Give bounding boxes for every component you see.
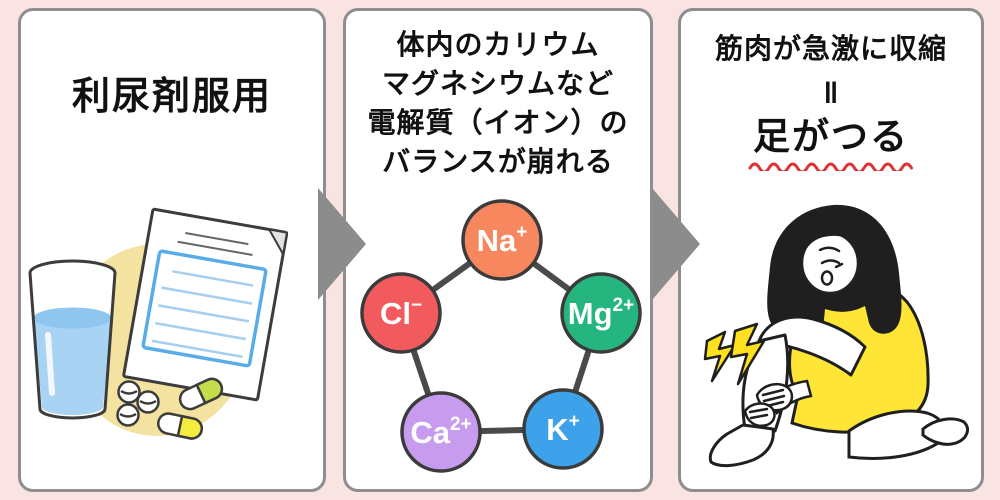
ion-node-ca: Ca2+ xyxy=(400,391,482,473)
thigh xyxy=(757,315,867,377)
svg-text:Mg2+: Mg2+ xyxy=(568,295,634,331)
svg-text:Na+: Na+ xyxy=(477,222,528,258)
wavy-underline xyxy=(748,162,913,174)
panel-3-title: 筋肉が急激に収縮 xyxy=(714,33,947,64)
title-line: 電解質（イオン）の xyxy=(367,107,629,138)
woman-leg-cramp-illustration xyxy=(703,204,969,468)
svg-text:Ca2+: Ca2+ xyxy=(410,414,471,450)
title-line: マグネシウムなど xyxy=(381,68,614,99)
hands xyxy=(743,383,794,427)
title-line: バランスが崩れる xyxy=(382,146,614,177)
water-glass xyxy=(28,259,117,420)
wavy-underline-wrap xyxy=(681,158,981,176)
water xyxy=(33,318,112,415)
equals-symbol: ‖ xyxy=(823,77,839,110)
paper-text-lines xyxy=(151,270,254,359)
panel-leg-cramp: 筋肉が急激に収縮 ‖ 足がつる xyxy=(678,8,984,492)
prescription-paper xyxy=(122,207,289,402)
arrow-right-icon xyxy=(652,188,700,300)
svg-text:K+: K+ xyxy=(546,411,580,447)
cramped-foot xyxy=(708,423,775,468)
capsule-green xyxy=(178,377,224,411)
tablets xyxy=(116,380,160,427)
open-mouth xyxy=(820,270,834,286)
right-foot xyxy=(921,417,969,446)
capsule-yellow xyxy=(157,412,203,440)
arrow-right-icon xyxy=(318,188,366,300)
panel-diuretic: 利尿剤服用 xyxy=(18,8,326,492)
ion-node-na: Na+ xyxy=(461,199,543,281)
ion-node-cl: Cl− xyxy=(360,272,442,354)
ion-node-k: K+ xyxy=(522,388,604,470)
paper-fold-corner xyxy=(267,228,289,258)
panel-2-title: 体内のカリウム マグネシウムなど 電解質（イオン）の バランスが崩れる xyxy=(346,25,650,181)
ion-pentagon-diagram: Na+ Cl− Mg2+ Ca2+ K+ xyxy=(360,199,642,473)
bangs xyxy=(801,224,863,263)
lightning-pain-icon xyxy=(703,322,766,386)
panel-3-result: 足がつる xyxy=(753,116,909,157)
pained-face-features xyxy=(818,246,844,269)
svg-text:Cl−: Cl− xyxy=(380,295,422,331)
panel-1-title: 利尿剤服用 xyxy=(71,76,272,118)
ion-node-mg: Mg2+ xyxy=(560,272,642,354)
water-glass-and-medicine-illustration xyxy=(28,207,289,440)
paper-blue-box xyxy=(141,249,268,368)
title-line: 体内のカリウム xyxy=(396,29,600,60)
panel-electrolyte-imbalance: 体内のカリウム マグネシウムなど 電解質（イオン）の バランスが崩れる Na+ … xyxy=(343,8,653,492)
